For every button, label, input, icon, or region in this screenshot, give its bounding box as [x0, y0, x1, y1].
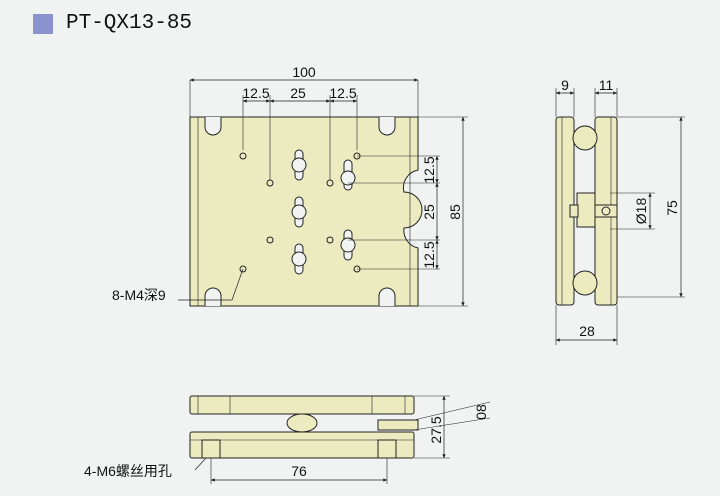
keyhole-slots — [291, 149, 356, 275]
dim-28: 28 — [579, 323, 595, 339]
m6-counterbore-right — [377, 439, 397, 459]
side-dimension-labels: 9 11 28 Ø18 75 — [561, 77, 680, 339]
callout-m6-holes: 4-M6螺丝用孔 — [84, 463, 172, 479]
slot-bottom-right — [378, 287, 396, 306]
title-marker — [33, 14, 53, 34]
dim-27-5: 27.5 — [428, 416, 444, 443]
dim-12-5-right: 12.5 — [329, 85, 356, 101]
dim-12-5-lower: 12.5 — [421, 241, 437, 268]
dim-11: 11 — [599, 77, 614, 93]
dim-diameter-18: Ø18 — [633, 198, 649, 225]
bottom-screw — [377, 419, 419, 431]
upper-pivot-ball — [572, 125, 598, 151]
dim-width-100: 100 — [292, 64, 316, 80]
m6-counterbore-left — [201, 439, 221, 459]
dim-height-85: 85 — [447, 204, 463, 220]
callout-m4-holes: 8-M4深9 — [112, 287, 166, 303]
bottom-pivot-ball — [286, 413, 318, 433]
bottom-dimension-labels: 27.5 08 76 4-M6螺丝用孔 — [84, 404, 489, 479]
slot-bottom-left — [204, 287, 222, 306]
dim-9: 9 — [561, 77, 569, 93]
page-title: PT-QX13-85 — [66, 12, 193, 35]
screw-tip — [569, 204, 579, 218]
lower-pivot-ball — [572, 270, 598, 296]
front-view — [178, 78, 468, 307]
dim-08: 08 — [473, 404, 489, 420]
front-dimension-labels: 100 12.5 25 12.5 12.5 25 12.5 85 8-M4深9 — [112, 64, 463, 303]
dim-76: 76 — [291, 463, 307, 479]
bottom-view — [189, 395, 491, 484]
dim-12-5-left: 12.5 — [242, 85, 269, 101]
bottom-lower-plate — [189, 431, 415, 459]
dim-12-5-upper: 12.5 — [421, 156, 437, 183]
slot-top-right — [378, 117, 396, 136]
dim-25-side: 25 — [421, 204, 437, 220]
bottom-upper-plate — [189, 395, 415, 415]
dim-25-top: 25 — [290, 85, 306, 101]
dim-75: 75 — [664, 200, 680, 216]
slot-top-left — [204, 117, 222, 136]
adjust-screw-head — [601, 206, 611, 216]
adjust-screw-body — [576, 192, 596, 228]
side-view — [555, 88, 685, 345]
